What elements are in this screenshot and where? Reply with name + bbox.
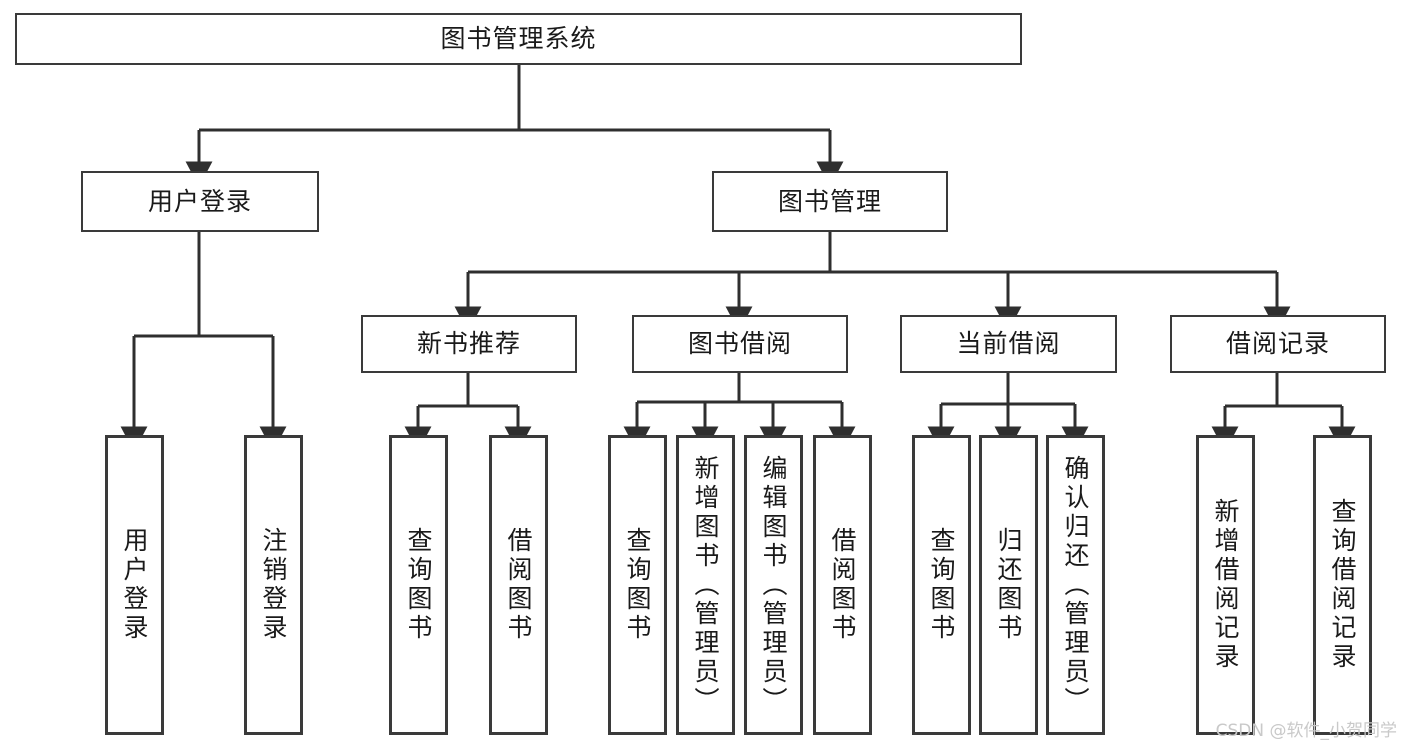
leaf-label: 新增借阅记录: [1211, 498, 1240, 672]
leaf-label: 查询借阅记录: [1328, 498, 1357, 672]
leaf-label: 用户登录: [120, 527, 149, 643]
node-root-label: 图书管理系统: [440, 24, 597, 54]
node-new-book-recommend-label: 新书推荐: [416, 329, 521, 359]
leaf-new-book-borrow[interactable]: 借阅图书: [489, 435, 548, 735]
node-user-login[interactable]: 用户登录: [81, 171, 319, 232]
leaf-records-query-record[interactable]: 查询借阅记录: [1313, 435, 1372, 735]
node-book-borrow-label: 图书借阅: [687, 329, 792, 359]
leaf-new-book-query[interactable]: 查询图书: [389, 435, 448, 735]
leaf-user-login-logout[interactable]: 注销登录: [244, 435, 303, 735]
node-root[interactable]: 图书管理系统: [15, 13, 1022, 65]
leaf-label: 查询图书: [623, 527, 652, 643]
leaf-borrow-query-book[interactable]: 查询图书: [608, 435, 667, 735]
leaf-label: 查询图书: [404, 527, 433, 643]
leaf-current-return-book[interactable]: 归还图书: [979, 435, 1038, 735]
leaf-current-query-book[interactable]: 查询图书: [912, 435, 971, 735]
node-current-borrow-label: 当前借阅: [956, 329, 1061, 359]
node-user-login-label: 用户登录: [147, 186, 252, 216]
leaf-borrow-borrow-book[interactable]: 借阅图书: [813, 435, 872, 735]
watermark: CSDN @软件_小贺同学: [1215, 721, 1397, 741]
node-new-book-recommend[interactable]: 新书推荐: [361, 315, 577, 373]
leaf-label: 编辑图书（管理员）: [759, 454, 788, 716]
leaf-label: 查询图书: [927, 527, 956, 643]
node-book-borrow[interactable]: 图书借阅: [632, 315, 848, 373]
leaf-label: 借阅图书: [828, 527, 857, 643]
leaf-current-confirm-return[interactable]: 确认归还（管理员）: [1046, 435, 1105, 735]
leaf-label: 借阅图书: [504, 527, 533, 643]
leaf-label: 注销登录: [259, 527, 288, 643]
leaf-label: 确认归还（管理员）: [1061, 454, 1090, 716]
leaf-label: 新增图书（管理员）: [691, 454, 720, 716]
leaf-records-add-record[interactable]: 新增借阅记录: [1196, 435, 1255, 735]
node-current-borrow[interactable]: 当前借阅: [900, 315, 1117, 373]
node-borrow-records[interactable]: 借阅记录: [1170, 315, 1386, 373]
node-book-management-label: 图书管理: [777, 186, 882, 216]
leaf-label: 归还图书: [994, 527, 1023, 643]
leaf-user-login-login[interactable]: 用户登录: [105, 435, 164, 735]
node-book-management[interactable]: 图书管理: [712, 171, 948, 232]
node-borrow-records-label: 借阅记录: [1225, 329, 1330, 359]
leaf-borrow-edit-book[interactable]: 编辑图书（管理员）: [744, 435, 803, 735]
leaf-borrow-add-book[interactable]: 新增图书（管理员）: [676, 435, 735, 735]
